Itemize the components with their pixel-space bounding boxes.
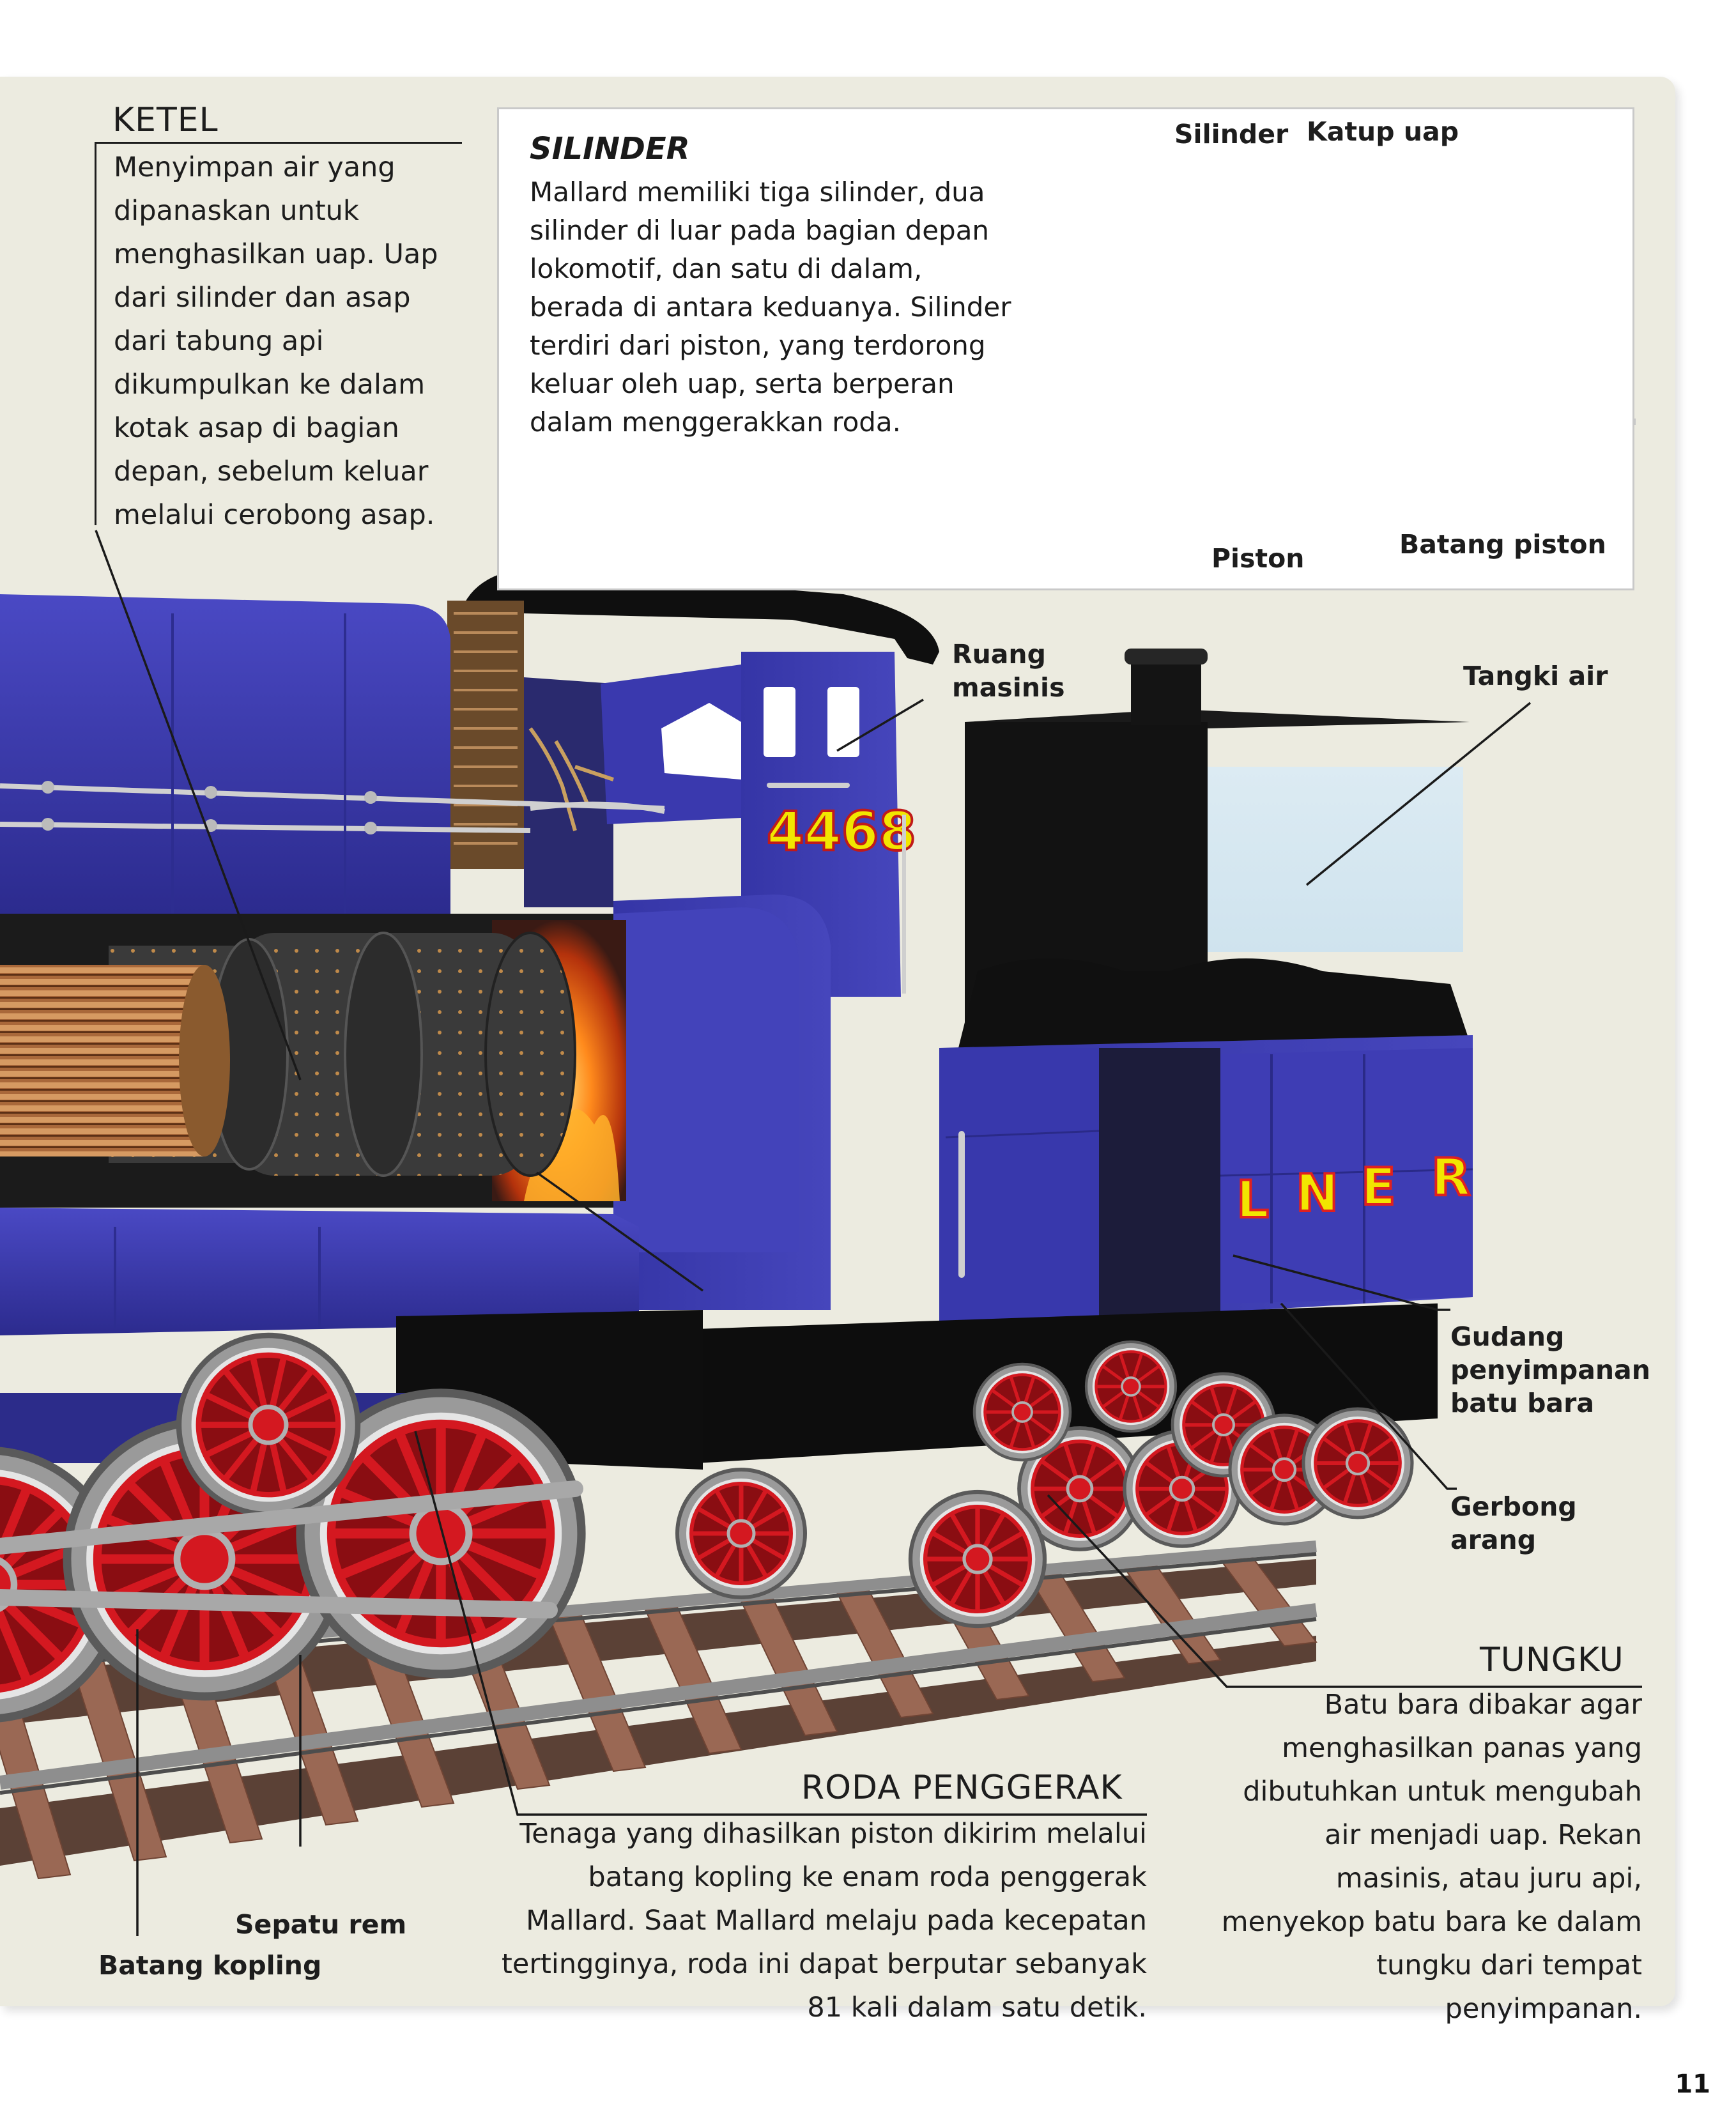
wheel bbox=[972, 1362, 1072, 1462]
tender-lettering: L N E R bbox=[1235, 1146, 1472, 1231]
svg-text:N: N bbox=[1296, 1164, 1339, 1223]
label-gudang-batu-bara: Gudang penyimpanan batu bara bbox=[1450, 1321, 1650, 1418]
diagram-label-silinder: Silinder bbox=[1174, 119, 1289, 150]
svg-text:R: R bbox=[1431, 1148, 1471, 1207]
fire-tubes bbox=[0, 965, 204, 1156]
diagram-label-piston: Piston bbox=[1211, 543, 1305, 574]
boiler bbox=[0, 594, 831, 1335]
wheel bbox=[908, 1489, 1047, 1629]
water-tank bbox=[1208, 767, 1463, 952]
label-ruang-masinis: Ruang masinis bbox=[952, 639, 1065, 703]
silinder-box: SILINDER Mallard memiliki tiga silinder,… bbox=[497, 107, 1634, 590]
diagram-label-katup-uap: Katup uap bbox=[1307, 116, 1459, 147]
roda-title: RODA PENGGERAK bbox=[801, 1769, 1123, 1807]
ketel-text: Menyimpan air yang dipanaskan untuk meng… bbox=[114, 151, 438, 531]
engine-number: 4468 bbox=[767, 800, 916, 863]
wheel bbox=[1017, 1426, 1142, 1551]
driving-wheels bbox=[0, 1332, 1414, 1723]
label-sepatu-rem: Sepatu rem bbox=[235, 1909, 407, 1940]
wheel bbox=[675, 1468, 807, 1599]
label-batang-kopling: Batang kopling bbox=[98, 1950, 322, 1981]
tungku-title: TUNGKU bbox=[1480, 1641, 1624, 1679]
coupling-rod bbox=[0, 1589, 558, 1618]
svg-text:L: L bbox=[1236, 1170, 1269, 1229]
coupling-rod bbox=[0, 1480, 583, 1555]
wheel bbox=[176, 1332, 361, 1518]
tender-car: L N E R bbox=[696, 649, 1473, 1463]
wheel bbox=[1302, 1407, 1414, 1519]
diagram-label-batang-piston: Batang piston bbox=[1399, 529, 1606, 560]
svg-text:E: E bbox=[1361, 1157, 1396, 1217]
ketel-rule bbox=[95, 142, 462, 144]
wheel bbox=[1084, 1340, 1178, 1433]
label-gerbong-arang: Gerbong arang bbox=[1450, 1491, 1577, 1555]
tungku-text: Batu bara dibakar agar menghasilkan pana… bbox=[1221, 1689, 1642, 2025]
silinder-title: SILINDER bbox=[530, 131, 690, 167]
railway-track bbox=[0, 1541, 1317, 1880]
label-tangki-air: Tangki air bbox=[1463, 661, 1608, 691]
page-number: 11 bbox=[1675, 2070, 1710, 2099]
silinder-text: Mallard memiliki tiga silinder, dua sili… bbox=[530, 176, 1011, 438]
ketel-vrule bbox=[95, 142, 96, 525]
roda-text: Tenaga yang dihasilkan piston dikirim me… bbox=[502, 1818, 1147, 2024]
ketel-title: KETEL bbox=[112, 101, 219, 139]
